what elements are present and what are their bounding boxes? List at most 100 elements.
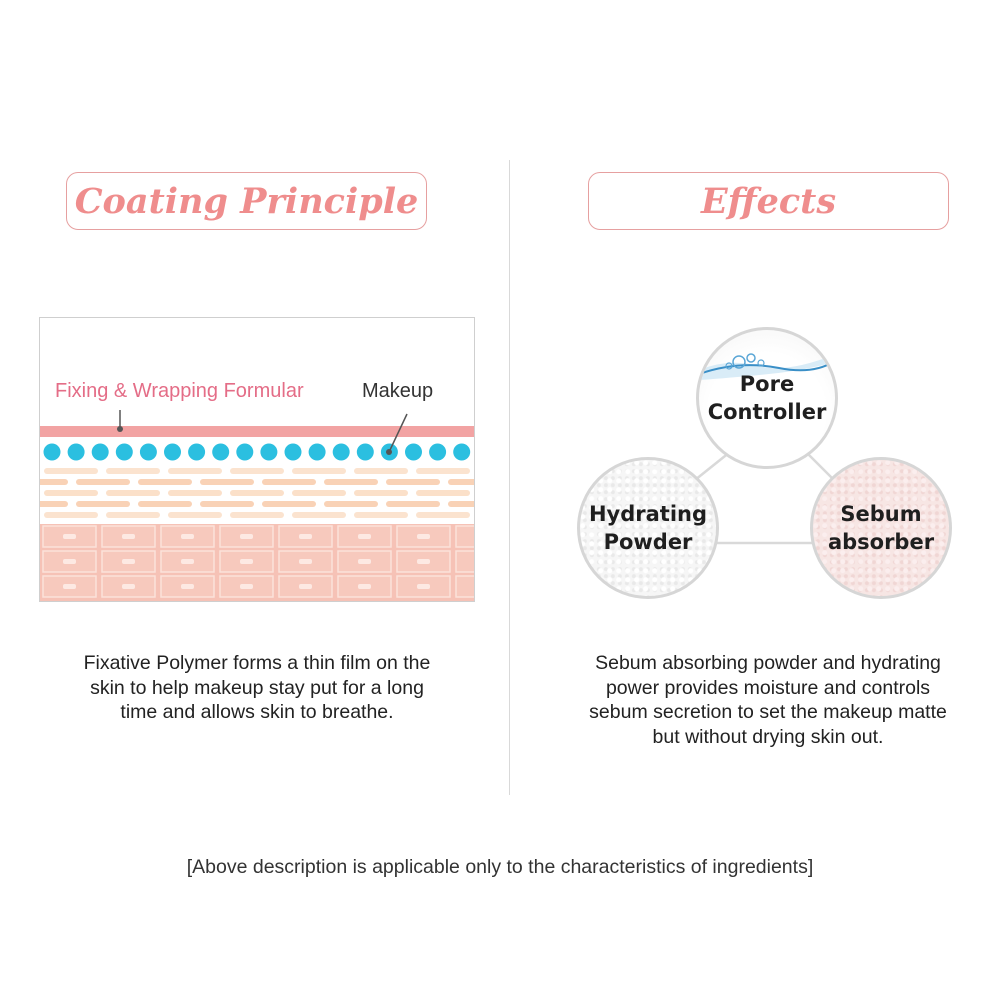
epidermis-cell [44,468,98,474]
hydrating-line-2: Powder [603,530,693,554]
epidermis-cell [168,512,222,518]
dermis-cell-nucleus [122,584,135,589]
dermis-cell-nucleus [181,559,194,564]
dermis-cell-nucleus [417,584,430,589]
epidermis-cell [386,479,440,485]
coating-description: Fixative Polymer forms a thin film on th… [50,651,464,725]
epidermis-cell [416,490,470,496]
makeup-particles [43,443,471,461]
effects-description-line: Sebum absorbing powder and hydrating [595,652,941,674]
dermis-cell-nucleus [240,534,253,539]
dermis-cell-nucleus [358,559,371,564]
epidermis-cell [138,479,192,485]
epidermis-cell [200,501,254,507]
effects-description-line: but without drying skin out. [652,725,884,748]
coating-description-line: time and allows skin to breathe. [120,701,394,723]
epidermis-cell [40,479,68,485]
makeup-dot [429,443,447,461]
dermis-cell-nucleus [417,534,430,539]
epidermis-cell [138,501,192,507]
epidermis-cell [354,490,408,496]
epidermis-cell [354,468,408,474]
pore-line-2: Controller [707,400,827,424]
makeup-dot [332,443,350,461]
epidermis-cell [292,490,346,496]
epidermis-cell [106,512,160,518]
epidermis-cell [386,501,440,507]
makeup-dot [67,443,85,461]
dermis-cell-nucleus [181,534,194,539]
makeup-dot [188,443,206,461]
coating-principle-title: Coating Principle [66,172,427,230]
epidermis-cell [76,479,130,485]
epidermis-cell [200,479,254,485]
dermis-cell-nucleus [299,584,312,589]
dermis-cells [42,525,474,598]
makeup-dot [164,443,181,461]
effects-description: Sebum absorbing powder and hydrating pow… [560,651,976,749]
makeup-dot [91,443,109,461]
dermis-cell [455,575,474,598]
makeup-dot [260,443,278,461]
dermis-cell-nucleus [299,534,312,539]
fixing-wrapping-label: Fixing & Wrapping Formular [55,380,304,402]
dermis-cell-nucleus [417,559,430,564]
makeup-dot [405,443,422,461]
effects-description-line: power provides moisture and controls [605,676,931,699]
epidermis-cell [354,512,408,518]
makeup-pointer [389,413,408,451]
makeup-dot [115,443,133,461]
pore-line-1: Pore [739,372,795,396]
film-layer [40,426,474,437]
sebum-absorber-circle: Sebum absorber [810,457,952,599]
makeup-dot [212,443,230,461]
makeup-pointer-dot [386,449,392,455]
dermis-cell [455,550,474,573]
footnote: [Above description is applicable only to… [186,856,814,878]
makeup-dot [453,443,471,461]
makeup-dot [356,443,374,461]
epidermis-cell [292,468,346,474]
skin-layer-diagram: Fixing & Wrapping Formular Makeup [39,317,475,602]
fixing-pointer-dot [117,426,123,432]
sebum-line-1: Sebum [840,502,922,526]
epidermis-cell [44,490,98,496]
epidermis-cell [106,490,160,496]
skin-layers-illustration [40,410,474,601]
epidermis-cell [40,501,68,507]
center-divider [509,160,510,795]
epidermis-cell [168,468,222,474]
dermis-cell-nucleus [63,559,76,564]
epidermis-cell [168,490,222,496]
dermis-cell [455,525,474,548]
dermis-cell-nucleus [240,559,253,564]
epidermis-cell [324,479,378,485]
makeup-dot [43,443,61,461]
epidermis-cell [416,512,470,518]
dermis-cell-nucleus [63,584,76,589]
makeup-dot [284,443,302,461]
pore-controller-circle: Pore Controller [696,327,838,469]
epidermis-cell [230,490,284,496]
epidermis-layer [40,468,474,518]
effects-description-line: sebum secretion to set the makeup matte [589,701,947,723]
dermis-cell-nucleus [63,534,76,539]
hydrating-powder-circle: Hydrating Powder [577,457,719,599]
epidermis-cell [76,501,130,507]
makeup-dot [308,443,326,461]
epidermis-cell [106,468,160,474]
dermis-cell-nucleus [299,559,312,564]
dermis-cell-nucleus [358,534,371,539]
epidermis-cell [324,501,378,507]
epidermis-cell [230,468,284,474]
coating-description-line: Fixative Polymer forms a thin film on th… [83,652,431,674]
coating-description-line: skin to help makeup stay put for a long [90,676,424,699]
dermis-cell-nucleus [358,584,371,589]
epidermis-cell [416,468,470,474]
makeup-label: Makeup [362,380,434,402]
epidermis-cell [448,501,474,507]
dermis-cell-nucleus [240,584,253,589]
hydrating-line-1: Hydrating [588,502,708,526]
epidermis-cell [448,479,474,485]
sebum-line-2: absorber [827,530,935,554]
